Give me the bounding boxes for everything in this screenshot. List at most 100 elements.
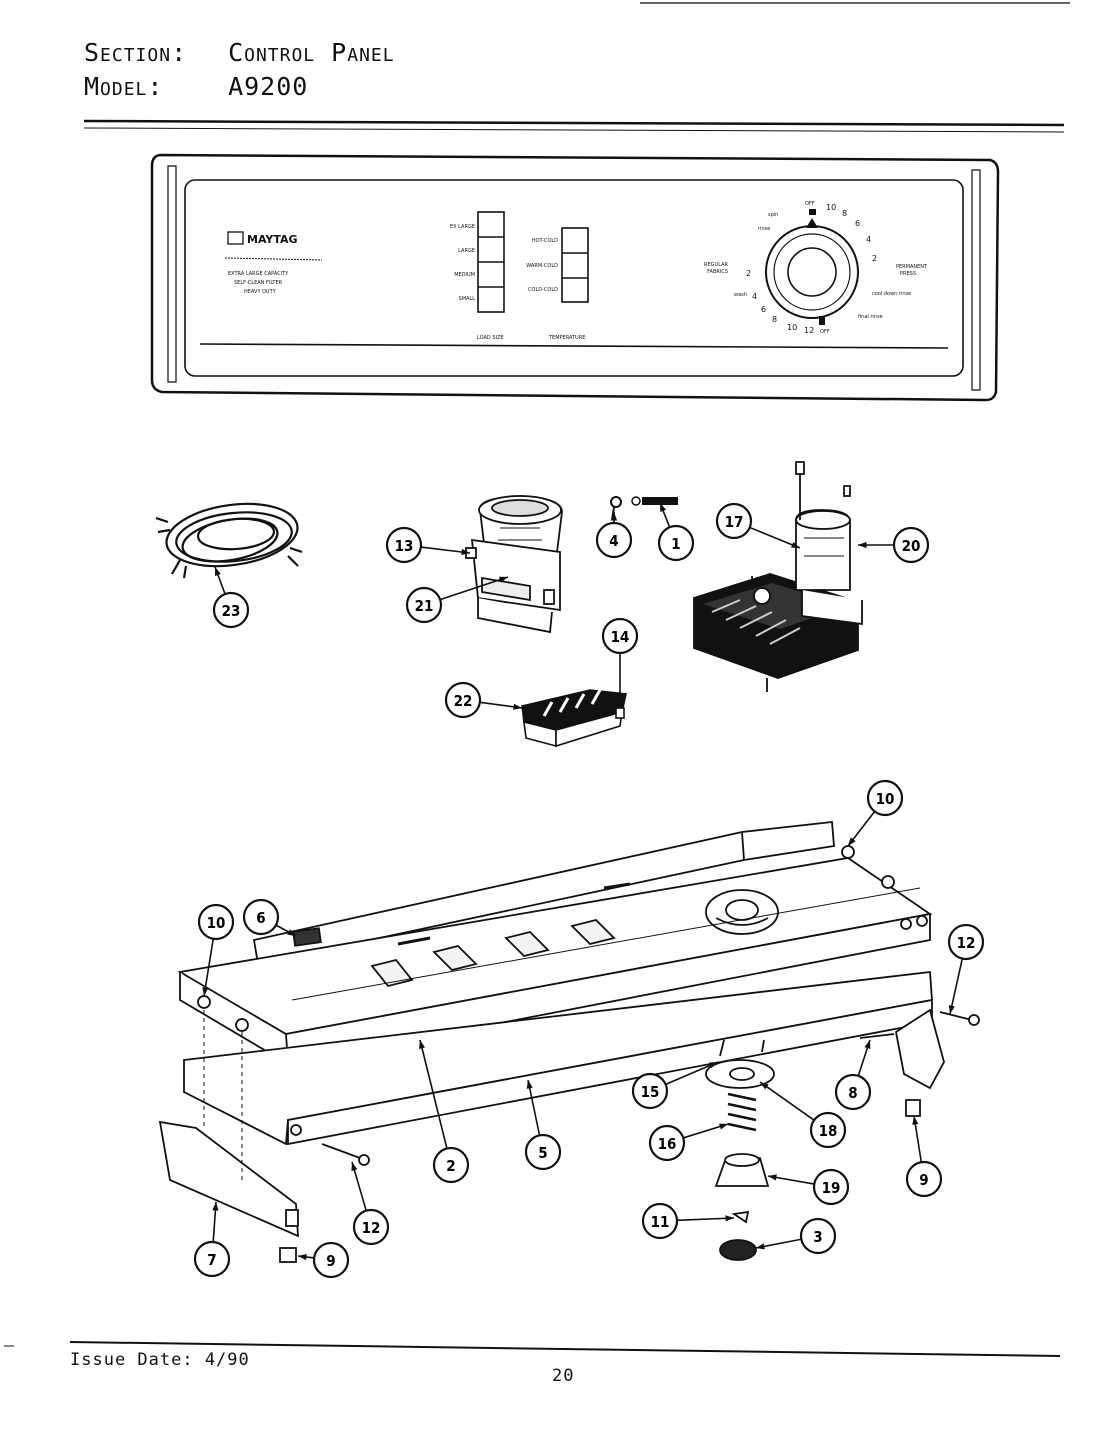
callout-number: 16 (658, 1135, 677, 1153)
dial-cool-down-rinse: cool down rinse (872, 291, 911, 297)
callout-arrowhead (858, 541, 867, 549)
callout-2: 2 (419, 1039, 470, 1184)
callout-arrowhead (351, 1162, 358, 1171)
callout-number: 22 (454, 692, 473, 710)
callout-9: 9 (905, 1115, 943, 1198)
page-number: 20 (552, 1366, 575, 1386)
callout-circle (799, 1217, 837, 1255)
dial-spin: spin (768, 212, 778, 218)
callout-leader (759, 1081, 815, 1121)
load-size-title: LOAD SIZE (477, 335, 504, 341)
callout-leader (419, 1039, 448, 1149)
callout-leader (203, 938, 215, 997)
callout-number: 13 (395, 537, 414, 555)
callout-number: 12 (957, 934, 976, 952)
temp-warm-cold[interactable]: WARM-COLD (526, 263, 558, 269)
callout-leader (749, 526, 801, 549)
temp-cold-cold[interactable]: COLD-COLD (528, 287, 558, 293)
callout-circle (444, 681, 482, 719)
callout-circle (641, 1202, 679, 1240)
callout-circle (947, 923, 985, 961)
callout-circle (193, 1240, 231, 1278)
callout-number: 9 (326, 1252, 335, 1270)
callout-arrowhead (709, 1062, 718, 1069)
callout-3: 3 (755, 1217, 837, 1255)
callout-10: 10 (847, 779, 904, 847)
callout-circle (892, 526, 930, 564)
callout-circle (648, 1124, 686, 1162)
section-header: Section: Control Panel (84, 38, 395, 67)
callout-number: 2 (446, 1157, 455, 1175)
temperature-title: TEMPERATURE (548, 335, 585, 341)
callout-15: 15 (631, 1061, 719, 1110)
callout-arrowhead (660, 503, 667, 512)
callout-16: 16 (648, 1123, 729, 1162)
callout-number: 5 (538, 1144, 547, 1162)
callout-9: 9 (297, 1241, 350, 1279)
model-label: Model: (84, 72, 164, 101)
control-panel: MAYTAG EXTRA LARGE CAPACITY SELF-CLEAN F… (150, 153, 1000, 402)
callout-arrowhead (756, 1243, 765, 1250)
callout-arrowhead (526, 1080, 533, 1089)
callout-circle (312, 1241, 350, 1279)
feature-3: HEAVY DUTY (244, 289, 277, 295)
callout-circle (595, 521, 633, 559)
callout-leader (527, 1079, 541, 1136)
callout-20: 20 (858, 526, 930, 564)
callout-arrowhead (212, 1202, 219, 1211)
temperature-buttons: HOT-COLD WARM-COLD COLD-COLD TEMPERATURE (526, 227, 589, 341)
load-size-large[interactable]: LARGE (458, 248, 475, 254)
callout-10: 10 (197, 903, 235, 997)
model-header: Model: A9200 (84, 72, 308, 101)
callout-number: 8 (848, 1084, 857, 1102)
dial-off-top: OFF (805, 201, 815, 207)
callout-circle (524, 1133, 562, 1171)
model-value: A9200 (228, 72, 309, 101)
callout-arrowhead (848, 837, 856, 846)
load-size-medium[interactable]: MEDIUM (454, 272, 475, 278)
callout-5: 5 (524, 1079, 562, 1171)
dial-regular-label-2: FABRICS (707, 269, 728, 275)
dial-num-left-8: 8 (772, 315, 777, 324)
callout-arrowhead (202, 987, 209, 996)
timer-dial[interactable]: OFF 10 8 6 4 2 2 4 6 8 10 12 OFF spin ri… (704, 201, 928, 335)
callout-number: 10 (876, 790, 895, 808)
callout-arrowhead (215, 567, 221, 576)
callout-number: 7 (207, 1251, 216, 1269)
callout-circle (432, 1146, 470, 1184)
brand-text: MAYTAG (247, 233, 298, 246)
callout-22: 22 (444, 681, 523, 719)
callout-23: 23 (212, 566, 250, 629)
dial-num-top-4: 4 (866, 235, 871, 244)
section-label: Section: (84, 38, 188, 67)
callout-circle (242, 898, 280, 936)
callout-arrowhead (719, 1123, 728, 1130)
temp-hot-cold[interactable]: HOT-COLD (532, 238, 558, 244)
callout-arrowhead (791, 541, 800, 548)
callout-12: 12 (947, 923, 985, 1015)
callout-number: 21 (415, 597, 434, 615)
callout-arrowhead (461, 548, 470, 556)
callout-number: 20 (902, 537, 921, 555)
console-bracket-part (177, 821, 933, 1146)
callout-arrowhead (912, 1116, 919, 1125)
callout-6: 6 (242, 898, 297, 937)
callout-4: 4 (595, 512, 633, 559)
dial-num-top-6: 6 (855, 219, 860, 228)
dial-num-left-6: 6 (761, 305, 766, 314)
load-size-ex-large[interactable]: EX LARGE (450, 224, 475, 230)
dial-rinse: rinse (758, 226, 770, 232)
callout-circle (866, 779, 904, 817)
callout-arrowhead (864, 1040, 871, 1049)
callout-number: 1 (671, 535, 680, 553)
callout-arrowhead (287, 929, 296, 936)
callout-arrowhead (760, 1082, 769, 1090)
callout-1: 1 (657, 502, 695, 562)
callout-circle (631, 1072, 669, 1110)
callout-arrowhead (616, 693, 624, 702)
load-size-small[interactable]: SMALL (459, 296, 476, 302)
callout-21: 21 (405, 576, 509, 624)
dial-num-left-10: 10 (787, 323, 797, 332)
